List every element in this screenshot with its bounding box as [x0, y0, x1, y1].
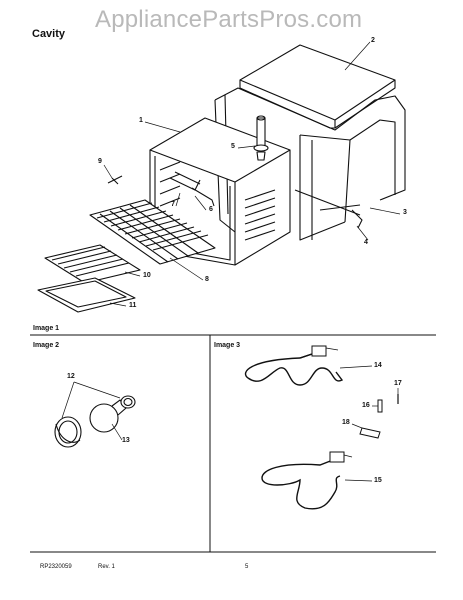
callout-part-16: 16	[362, 402, 370, 409]
broil-pan	[37, 277, 136, 313]
callout-part-10: 10	[143, 272, 151, 279]
callout-part-7: 7	[171, 201, 175, 208]
callout-part-1: 1	[139, 117, 143, 124]
callout-part-3: 3	[403, 209, 407, 216]
callout-part-13: 13	[122, 437, 130, 444]
callout-part-8: 8	[205, 276, 209, 283]
callout-part-14: 14	[374, 362, 382, 369]
oven-light-fixture	[253, 115, 269, 161]
diagram-title: Cavity	[32, 28, 66, 40]
section-label-image-1: Image 1	[33, 325, 60, 332]
callout-part-9: 9	[98, 158, 102, 165]
inner-cavity-box	[149, 117, 291, 266]
broil-pan-grid	[44, 244, 141, 284]
callout-part-17: 17	[394, 380, 402, 387]
section-label-image-3: Image 3	[214, 342, 241, 349]
callout-part-15: 15	[374, 477, 382, 484]
callout-part-2: 2	[371, 37, 375, 44]
watermark-text: AppliancePartsPros.com	[95, 6, 363, 33]
bulb-and-lens-diagram	[54, 381, 136, 448]
section-label-image-2: Image 2	[33, 342, 60, 349]
heating-elements-diagram	[244, 345, 399, 510]
callout-part-4: 4	[364, 239, 368, 246]
oven-rack	[89, 199, 216, 265]
footer-revision: Rev. 1	[98, 564, 115, 570]
callout-part-12: 12	[67, 373, 75, 380]
callout-part-6: 6	[209, 206, 213, 213]
callout-part-5: 5	[231, 143, 235, 150]
callout-part-11: 11	[129, 302, 137, 309]
footer-page-number: 5	[245, 564, 249, 570]
footer-doc-number: RP2320059	[40, 564, 72, 570]
callout-part-18: 18	[342, 419, 350, 426]
